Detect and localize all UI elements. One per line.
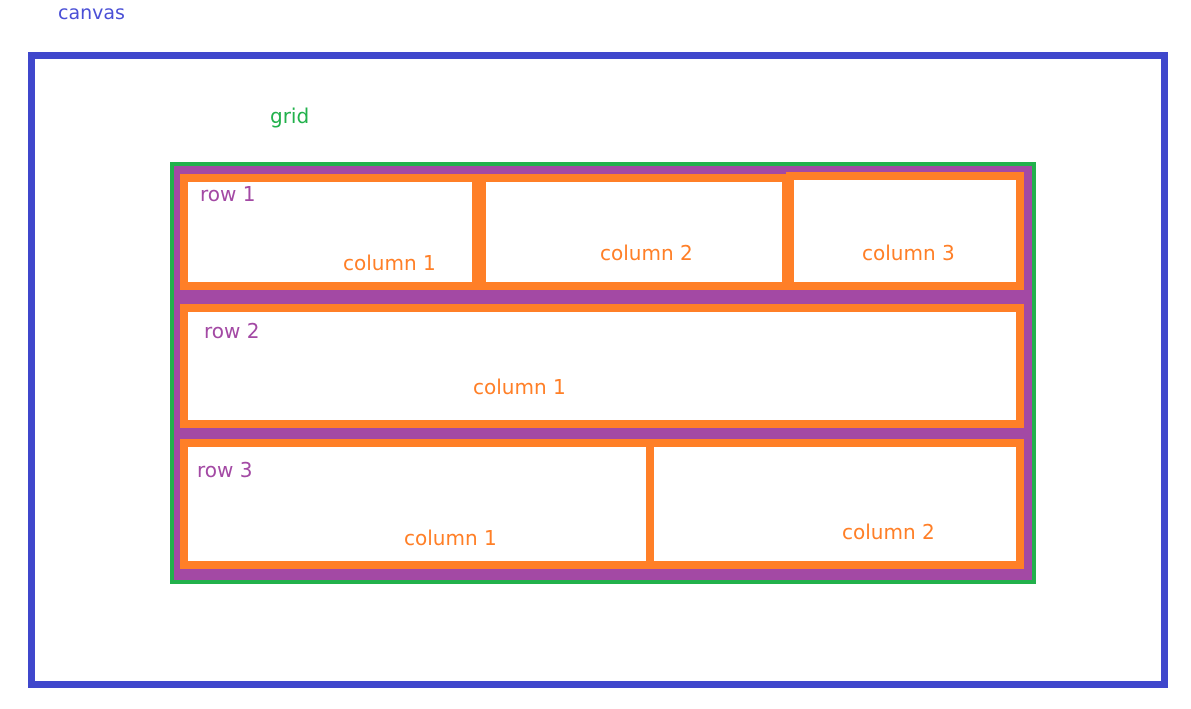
row1-column2-cell bbox=[478, 174, 790, 290]
row1-column3-label: column 3 bbox=[862, 241, 955, 265]
row2-label: row 2 bbox=[204, 319, 260, 343]
row3-column2-label: column 2 bbox=[842, 520, 935, 544]
grid-label: grid bbox=[270, 104, 310, 128]
row1-column1-cell bbox=[180, 174, 480, 290]
row3-column2-cell bbox=[646, 439, 1024, 569]
row2-column1-label: column 1 bbox=[473, 375, 566, 399]
row3-column1-cell bbox=[180, 439, 654, 569]
row2-column1-cell bbox=[180, 304, 1024, 428]
row3-column1-label: column 1 bbox=[404, 526, 497, 550]
row1-column2-label: column 2 bbox=[600, 241, 693, 265]
row1-column3-cell bbox=[786, 172, 1024, 290]
canvas-box bbox=[28, 52, 1168, 688]
canvas-label: canvas bbox=[58, 2, 125, 24]
row1-column1-label: column 1 bbox=[343, 251, 436, 275]
grid-box bbox=[170, 162, 1036, 584]
row3-label: row 3 bbox=[197, 458, 253, 482]
row1-label: row 1 bbox=[200, 182, 256, 206]
